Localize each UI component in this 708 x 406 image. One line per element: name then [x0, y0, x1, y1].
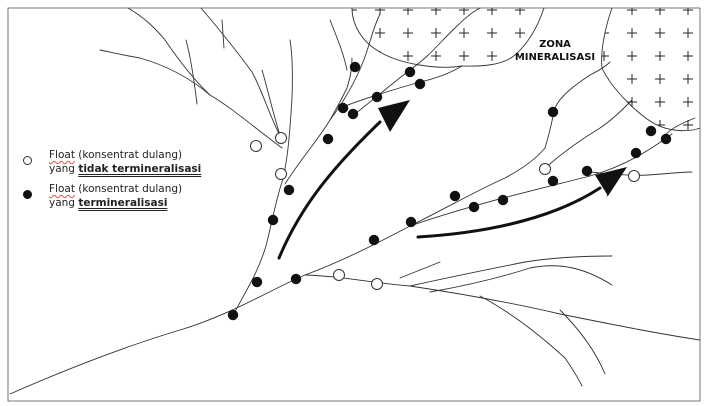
tributary-west: [233, 39, 293, 315]
filled-sample-marker: [547, 106, 559, 118]
filled-sample-marker: [283, 184, 295, 196]
filled-sample-marker: [368, 234, 380, 246]
filled-sample-marker: [337, 102, 349, 114]
open-sample-marker: [371, 278, 383, 290]
legend-float-word: Float: [49, 149, 75, 161]
samples-mineralized: [227, 61, 672, 321]
zone-label-line2: MINERALISASI: [514, 52, 596, 63]
legend-text-mineralized: Float (konsentrat dulang) yang terminera…: [49, 182, 182, 210]
branch-nw-4: [261, 69, 282, 139]
filled-sample-marker: [468, 201, 480, 213]
filled-circle-icon: [23, 190, 32, 199]
filled-sample-marker: [322, 133, 334, 145]
figure-border: [7, 7, 701, 402]
legend-line2-prefix: yang: [49, 163, 79, 175]
open-circle-icon: [23, 156, 32, 165]
flow-arrow-right: [416, 167, 627, 239]
branch-ne-2: [355, 7, 481, 114]
open-sample-marker: [333, 269, 345, 281]
branch-nw-3: [185, 39, 198, 105]
filled-sample-marker: [630, 147, 642, 159]
legend-line1-rest: (konsentrat dulang): [74, 149, 183, 161]
branch-north-1: [200, 7, 282, 139]
branch-east-2: [544, 99, 633, 169]
open-sample-marker: [275, 132, 287, 144]
filled-sample-marker: [645, 125, 657, 137]
filled-sample-marker: [267, 214, 279, 226]
mineralization-zone-label: ZONA MINERALISASI: [500, 38, 610, 64]
branch-south-3: [429, 265, 613, 293]
legend-line2-prefix: yang: [49, 197, 79, 209]
filled-sample-marker: [497, 194, 509, 206]
filled-sample-marker: [404, 66, 416, 78]
legend-line2-bold: termineralisasi: [78, 197, 168, 209]
open-sample-marker: [539, 163, 551, 175]
filled-sample-marker: [290, 273, 302, 285]
filled-sample-marker: [371, 91, 383, 103]
branch-south-4: [479, 295, 583, 387]
legend-text-unmineralized: Float (konsentrat dulang) yang tidak ter…: [49, 148, 201, 176]
legend-line1-rest: (konsentrat dulang): [74, 183, 183, 195]
filled-sample-marker: [405, 216, 417, 228]
open-sample-marker: [628, 170, 640, 182]
samples-unmineralized: [250, 132, 640, 290]
filled-sample-marker: [347, 108, 359, 120]
branch-east-1: [409, 61, 611, 227]
branch-north-2: [221, 19, 225, 49]
filled-sample-marker: [449, 190, 461, 202]
legend-line2-bold: tidak termineralisasi: [78, 163, 202, 175]
zone-label-line1: ZONA: [539, 39, 571, 50]
branch-mid-3: [329, 19, 348, 71]
branch-south-2: [409, 255, 613, 287]
filled-sample-marker: [227, 309, 239, 321]
open-sample-marker: [275, 168, 287, 180]
filled-sample-marker: [660, 133, 672, 145]
filled-sample-marker: [414, 78, 426, 90]
main-river: [9, 133, 673, 395]
branch-south-5: [399, 261, 441, 279]
branch-nw-2: [99, 49, 211, 96]
legend-float-word: Float: [49, 183, 75, 195]
branch-mid-1: [284, 13, 381, 185]
filled-sample-marker: [349, 61, 361, 73]
drainage-network: [9, 7, 701, 395]
branch-south-6: [559, 309, 606, 375]
filled-sample-marker: [581, 165, 593, 177]
open-sample-marker: [250, 140, 262, 152]
filled-sample-marker: [251, 276, 263, 288]
filled-sample-marker: [547, 175, 559, 187]
flow-arrow-left: [277, 100, 410, 260]
